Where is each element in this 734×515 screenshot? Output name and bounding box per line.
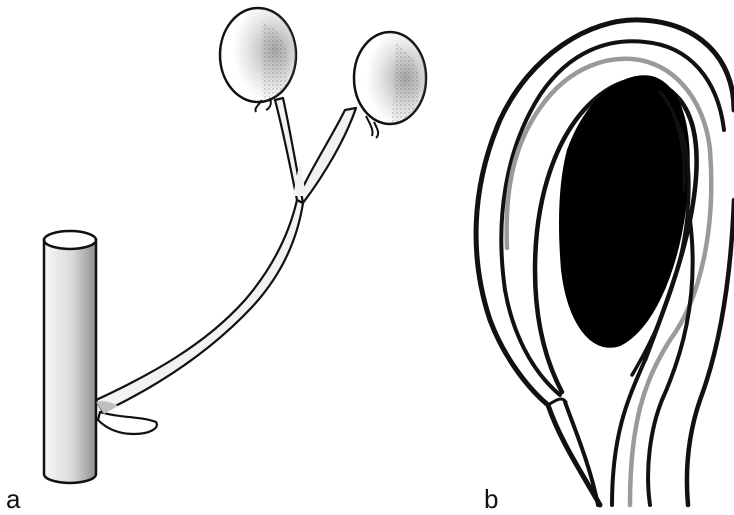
capsule-right — [354, 32, 426, 138]
capsule-left — [220, 8, 296, 112]
panel-b-drawing — [476, 20, 734, 505]
branch-stalk — [96, 98, 356, 434]
stem-cylinder — [44, 231, 96, 483]
panel-a-drawing — [44, 8, 426, 483]
panel-label-a: a — [6, 486, 20, 512]
panel-label-b: b — [484, 486, 498, 512]
